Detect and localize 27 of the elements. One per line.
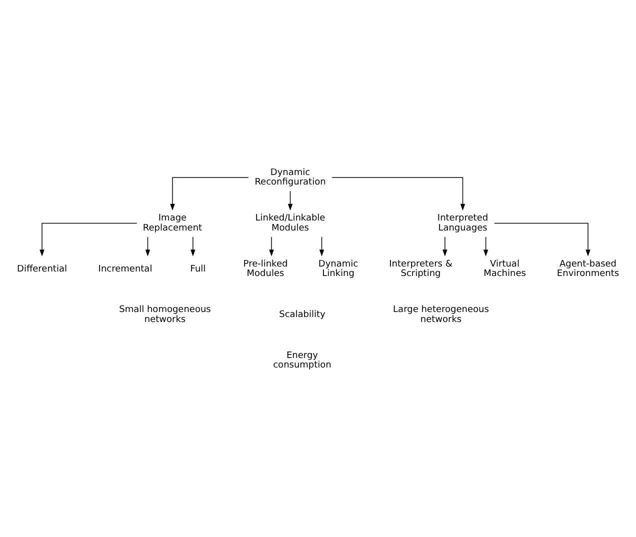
arrow (190, 236, 196, 256)
label: Large heterogeneous networks (393, 304, 489, 324)
node-text: Virtual Machines (484, 258, 526, 279)
node-text: Differential (17, 264, 67, 274)
arrow (483, 236, 488, 256)
label: Energy consumption (273, 350, 332, 370)
label: Small homogeneous networks (119, 304, 211, 324)
node-text: Interpreters & Scripting (389, 258, 452, 279)
arrow (319, 236, 324, 256)
node-text: Full (190, 264, 206, 274)
node-text: Interpreted Languages (437, 213, 488, 233)
arrow (269, 236, 274, 256)
node-text: Dynamic Reconfiguration (254, 167, 326, 188)
arrow (170, 176, 249, 210)
arrow (288, 190, 293, 210)
arrow (40, 222, 138, 256)
arrow (145, 236, 150, 256)
arrow (332, 176, 466, 210)
node-text: Pre-linked Modules (243, 258, 288, 279)
node-text: Image Replacement (142, 213, 202, 233)
node-text: Incremental (98, 264, 152, 274)
label: Scalability (279, 310, 326, 320)
node-text: Linked/Linkable Modules (255, 213, 326, 233)
arrow (494, 222, 590, 256)
node-text: Dynamic Linking (318, 258, 358, 279)
arrow (442, 236, 448, 256)
node-text: Agent-based Environments (556, 258, 620, 279)
